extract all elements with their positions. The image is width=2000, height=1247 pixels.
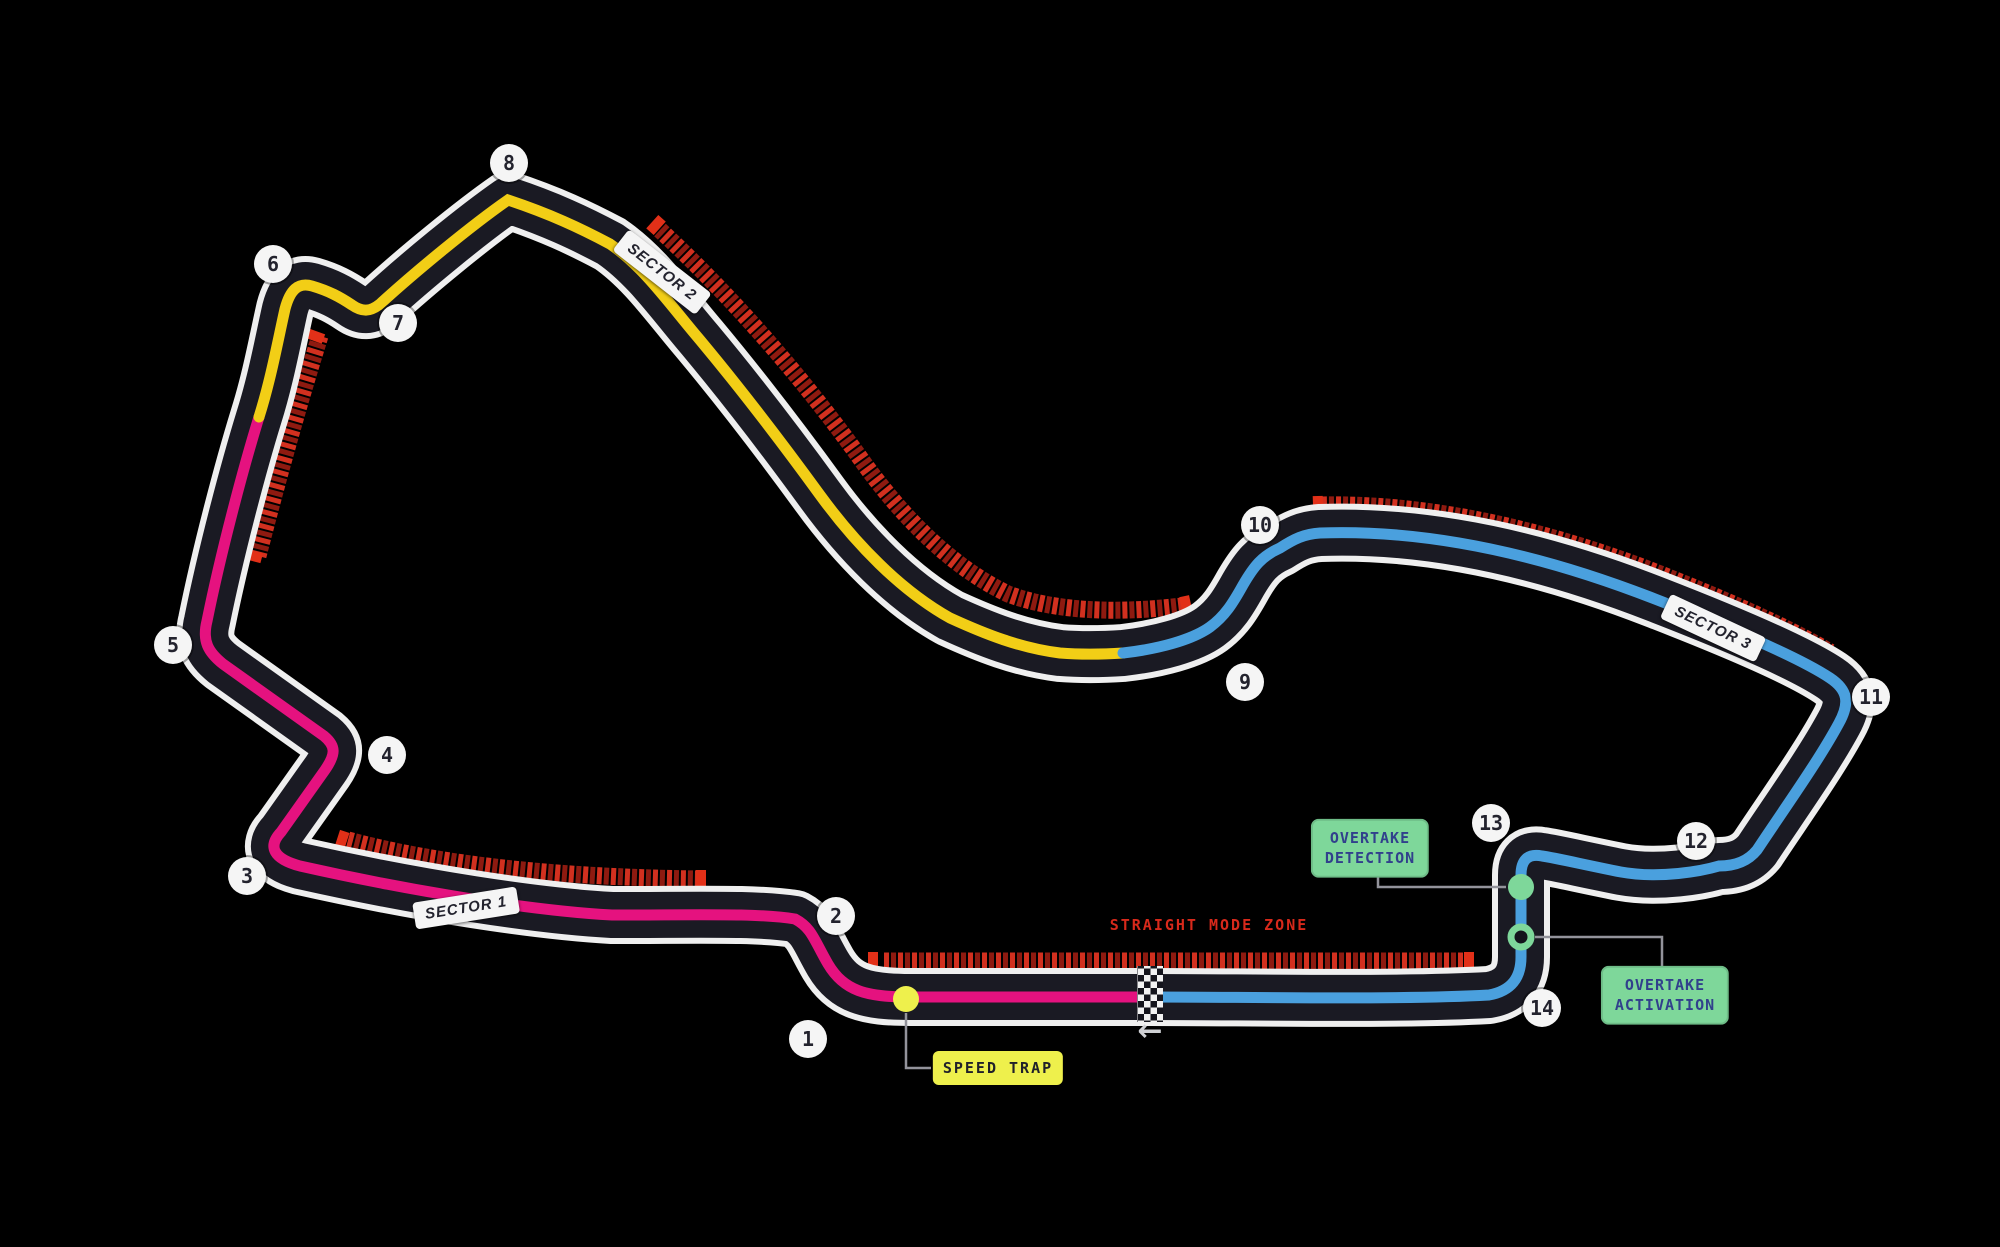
turn-number: 5	[166, 633, 180, 657]
overtake-activation-line2: ACTIVATION	[1614, 996, 1716, 1014]
sector-1-badge: SECTOR 1	[412, 886, 520, 930]
overtake-activation-badge: OVERTAKE ACTIVATION	[1600, 965, 1730, 1025]
turn-marker-1: 1	[789, 1020, 827, 1058]
turn-number: 11	[1858, 685, 1884, 709]
turn-marker-13: 13	[1472, 804, 1510, 842]
straight-mode-zone-label: STRAIGHT MODE ZONE	[1109, 916, 1309, 934]
turn-marker-10: 10	[1241, 506, 1279, 544]
turn-marker-8: 8	[490, 144, 528, 182]
speed-trap-dot-icon	[893, 986, 919, 1012]
turn-number: 2	[829, 904, 843, 928]
racing-line-sector-2	[253, 193, 1129, 660]
overtake-activation-ring-icon	[1507, 923, 1535, 951]
finish-line	[1137, 966, 1163, 1022]
turn-marker-4: 4	[368, 736, 406, 774]
annotation-connectors	[904, 874, 1664, 1070]
turn-marker-3: 3	[228, 857, 266, 895]
overtake-detection-line1: OVERTAKE	[1329, 828, 1411, 847]
turn-number: 10	[1247, 513, 1273, 537]
turn-marker-7: 7	[379, 304, 417, 342]
turn-number: 9	[1238, 670, 1252, 694]
turn-number: 14	[1529, 996, 1555, 1020]
turn-number: 12	[1683, 829, 1709, 853]
turn-number: 1	[801, 1027, 815, 1051]
turn-number: 13	[1478, 811, 1504, 835]
sector-3-badge: SECTOR 3	[1659, 593, 1767, 663]
overtake-activation-line1: OVERTAKE	[1624, 975, 1706, 994]
turn-marker-11: 11	[1852, 678, 1890, 716]
turn-marker-9: 9	[1226, 663, 1264, 701]
turn-number: 7	[391, 311, 405, 335]
sector-2-badge: SECTOR 2	[612, 229, 712, 315]
turn-marker-5: 5	[154, 626, 192, 664]
direction-arrow-icon: ←	[1137, 1013, 1163, 1049]
turn-marker-12: 12	[1677, 822, 1715, 860]
turn-marker-6: 6	[254, 245, 292, 283]
turn-number: 4	[380, 743, 394, 767]
racing-line-sector-3	[1117, 527, 1852, 1004]
overtake-detection-dot-icon	[1508, 874, 1534, 900]
overtake-detection-line2: DETECTION	[1324, 849, 1416, 867]
turn-marker-14: 14	[1523, 989, 1561, 1027]
speed-trap-badge: SPEED TRAP	[932, 1051, 1064, 1085]
turn-number: 8	[502, 151, 516, 175]
racing-line-sector-1	[199, 411, 1156, 1003]
turn-marker-2: 2	[817, 897, 855, 935]
turn-number: 3	[240, 864, 254, 888]
turn-number: 6	[266, 252, 280, 276]
overtake-detection-badge: OVERTAKE DETECTION	[1310, 818, 1430, 878]
